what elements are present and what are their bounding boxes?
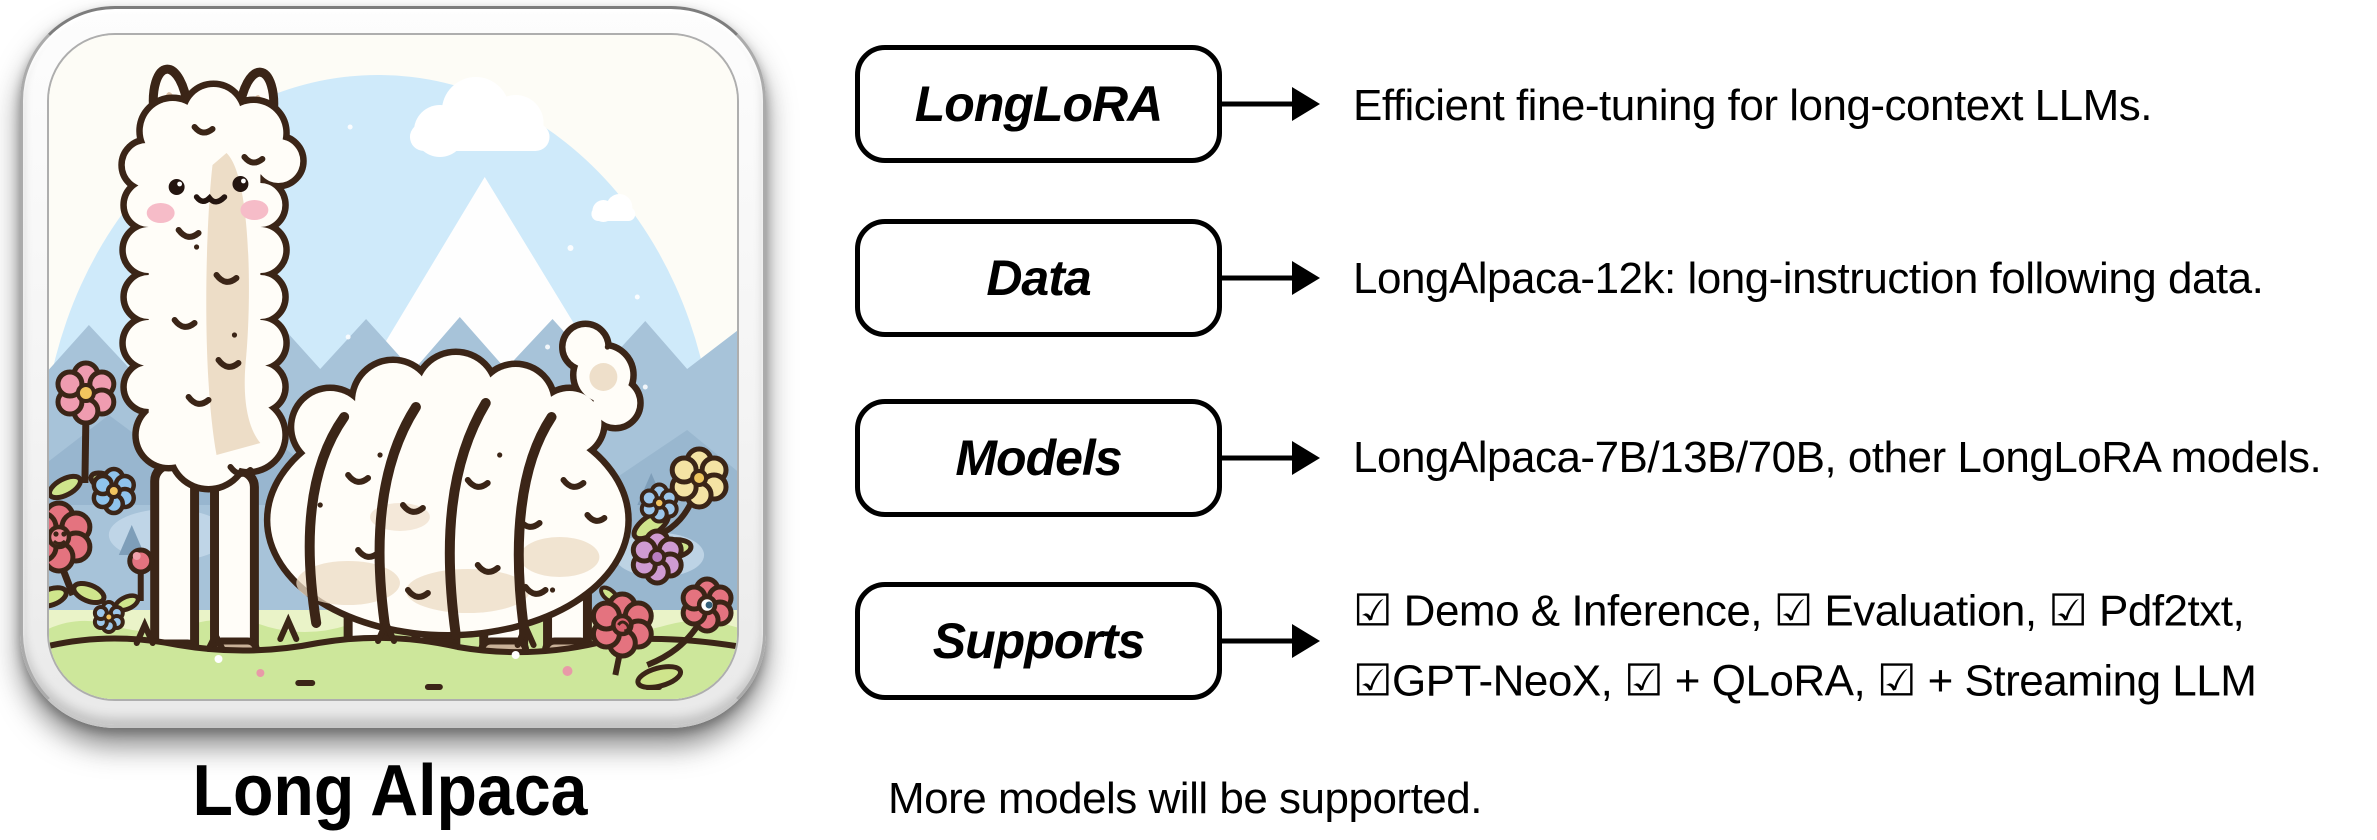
feature-box-data: Data <box>855 219 1222 337</box>
feature-description: LongAlpaca-7B/13B/70B, other LongLoRA mo… <box>1353 433 2322 482</box>
feature-box-label: LongLoRA <box>914 76 1163 132</box>
flowers-left <box>49 360 155 634</box>
icon-caption: Long Alpaca <box>192 751 588 831</box>
feature-description: LongAlpaca-12k: long-instruction followi… <box>1353 254 2264 303</box>
feature-box-label: Models <box>955 430 1122 486</box>
arrow-icon <box>1222 441 1320 475</box>
alpaca-illustration <box>49 35 737 699</box>
supports-line-2: ☑GPT-NeoX, ☑ + QLoRA, ☑ + Streaming LLM <box>1353 656 2257 706</box>
feature-box-supports: Supports <box>855 582 1222 700</box>
flowers-right <box>590 446 734 690</box>
feature-box-label: Data <box>986 250 1091 306</box>
alpaca-face <box>146 176 269 223</box>
alpaca-body-segments <box>304 398 557 640</box>
feature-box-models: Models <box>855 399 1222 517</box>
arrow-icon <box>1222 624 1320 658</box>
supports-line-1: ☑ Demo & Inference, ☑ Evaluation, ☑ Pdf2… <box>1353 586 2245 636</box>
feature-box-longlora: LongLoRA <box>855 45 1222 163</box>
app-icon-inner-frame <box>47 33 739 701</box>
app-icon <box>20 6 766 728</box>
cloud <box>409 77 636 222</box>
feature-box-label: Supports <box>932 613 1145 669</box>
arrow-icon <box>1222 261 1320 295</box>
arrow-icon <box>1222 87 1320 121</box>
feature-description: Efficient fine-tuning for long-context L… <box>1353 81 2152 130</box>
footnote: More models will be supported. <box>888 774 1482 823</box>
